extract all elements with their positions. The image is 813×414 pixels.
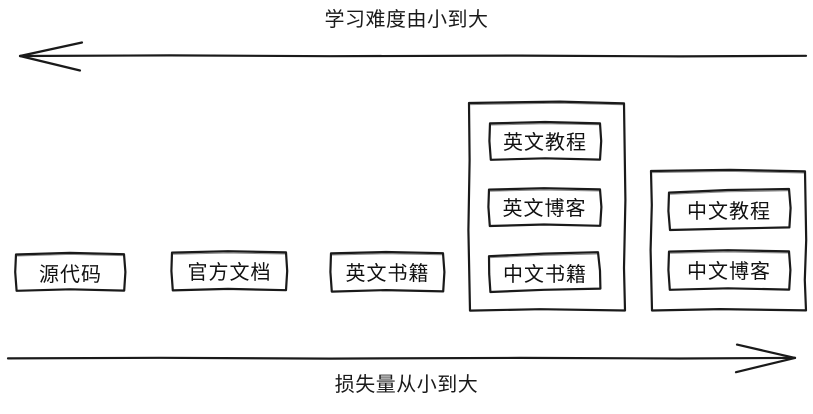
top-axis-label: 学习难度由小到大 [324, 7, 489, 31]
node-official-docs[interactable]: 官方文档 [187, 259, 272, 284]
node-outline-official-docs [170, 250, 289, 292]
node-outline-chinese-books [487, 251, 602, 294]
node-outline-chinese-tutorial [667, 187, 792, 232]
node-chinese-blog[interactable]: 中文博客 [687, 258, 771, 283]
group-box-english-media [467, 100, 627, 312]
node-english-tutorial[interactable]: 英文教程 [503, 130, 587, 154]
node-chinese-tutorial[interactable]: 中文教程 [687, 198, 771, 223]
top-arrow-icon [18, 41, 808, 72]
node-source-code[interactable]: 源代码 [39, 261, 102, 286]
node-chinese-books[interactable]: 中文书籍 [503, 261, 587, 286]
node-outline-english-books [329, 250, 446, 293]
node-outline-chinese-blog [667, 249, 792, 291]
bottom-axis-label: 损失量从小到大 [334, 372, 479, 396]
group-box-chinese-media [649, 168, 808, 312]
node-english-books[interactable]: 英文书籍 [345, 261, 430, 285]
node-english-blog[interactable]: 英文博客 [502, 196, 587, 220]
node-outline-source-code [14, 251, 127, 292]
bottom-arrow-icon [6, 343, 797, 374]
node-outline-english-tutorial [488, 120, 603, 161]
node-outline-english-blog [487, 187, 603, 228]
